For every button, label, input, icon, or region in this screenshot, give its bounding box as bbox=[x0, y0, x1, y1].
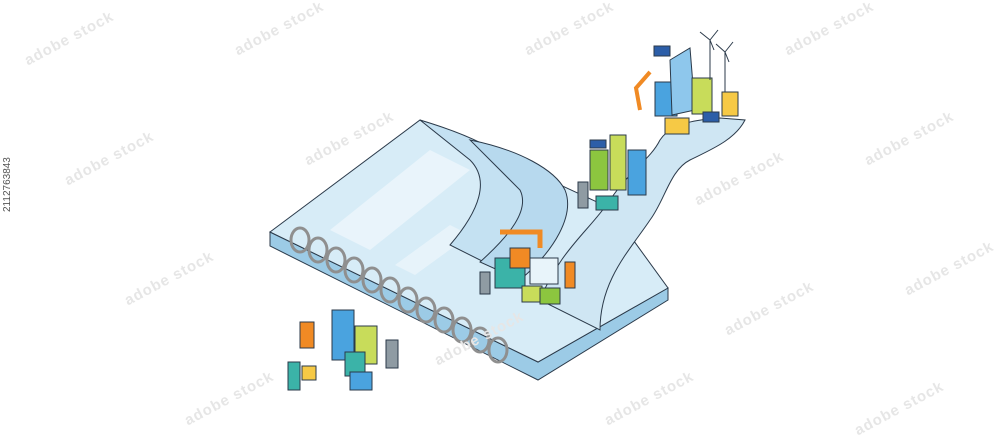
worker-figure-icon-5 bbox=[287, 361, 301, 391]
factory-scene bbox=[479, 229, 576, 305]
wind-turbine-icon-2 bbox=[715, 41, 734, 92]
solar-panel-icon bbox=[589, 139, 607, 149]
city-block bbox=[595, 195, 619, 211]
wind-turbine-icon bbox=[699, 29, 719, 80]
crate-green bbox=[539, 287, 561, 305]
crate-blue bbox=[349, 371, 373, 391]
city-tower-icon-3 bbox=[627, 149, 647, 196]
city-tower-icon bbox=[589, 149, 609, 191]
stock-id-label: 2112763843 bbox=[2, 157, 13, 212]
solar-panel-icon-3 bbox=[702, 111, 720, 123]
robot-arm-icon bbox=[500, 229, 543, 248]
city-tower-icon-6 bbox=[331, 309, 355, 361]
notebook-reflection-2 bbox=[395, 225, 470, 275]
worker-figure-icon-3 bbox=[577, 181, 589, 209]
worker-figure-icon-6 bbox=[385, 339, 399, 369]
microchip-icon bbox=[664, 117, 690, 135]
worker-figure-icon-2 bbox=[564, 261, 576, 289]
crate-yellow bbox=[301, 365, 317, 381]
top-city bbox=[633, 29, 739, 135]
team-building-group bbox=[287, 309, 399, 391]
notebook-reflection bbox=[330, 150, 470, 250]
city-tower-icon-5 bbox=[691, 77, 713, 115]
crate-lime bbox=[521, 285, 543, 303]
glass-tower-icon bbox=[669, 47, 696, 116]
curled-page-2 bbox=[468, 139, 569, 281]
solar-panel-icon-2 bbox=[653, 45, 671, 57]
city-block-yellow bbox=[721, 91, 739, 117]
spiral-binding bbox=[289, 226, 509, 364]
worker-figure-icon bbox=[479, 271, 491, 295]
city-tower-icon-2 bbox=[609, 134, 627, 191]
notebook-city-scene bbox=[269, 29, 746, 391]
worker-figure-icon-4 bbox=[299, 321, 315, 349]
factory-block-white bbox=[529, 257, 559, 285]
robot-arm-icon-2 bbox=[633, 70, 652, 111]
factory-block-orange bbox=[509, 247, 531, 269]
mid-city bbox=[577, 134, 647, 211]
isometric-illustration: 2112763843 bbox=[2, 29, 746, 391]
